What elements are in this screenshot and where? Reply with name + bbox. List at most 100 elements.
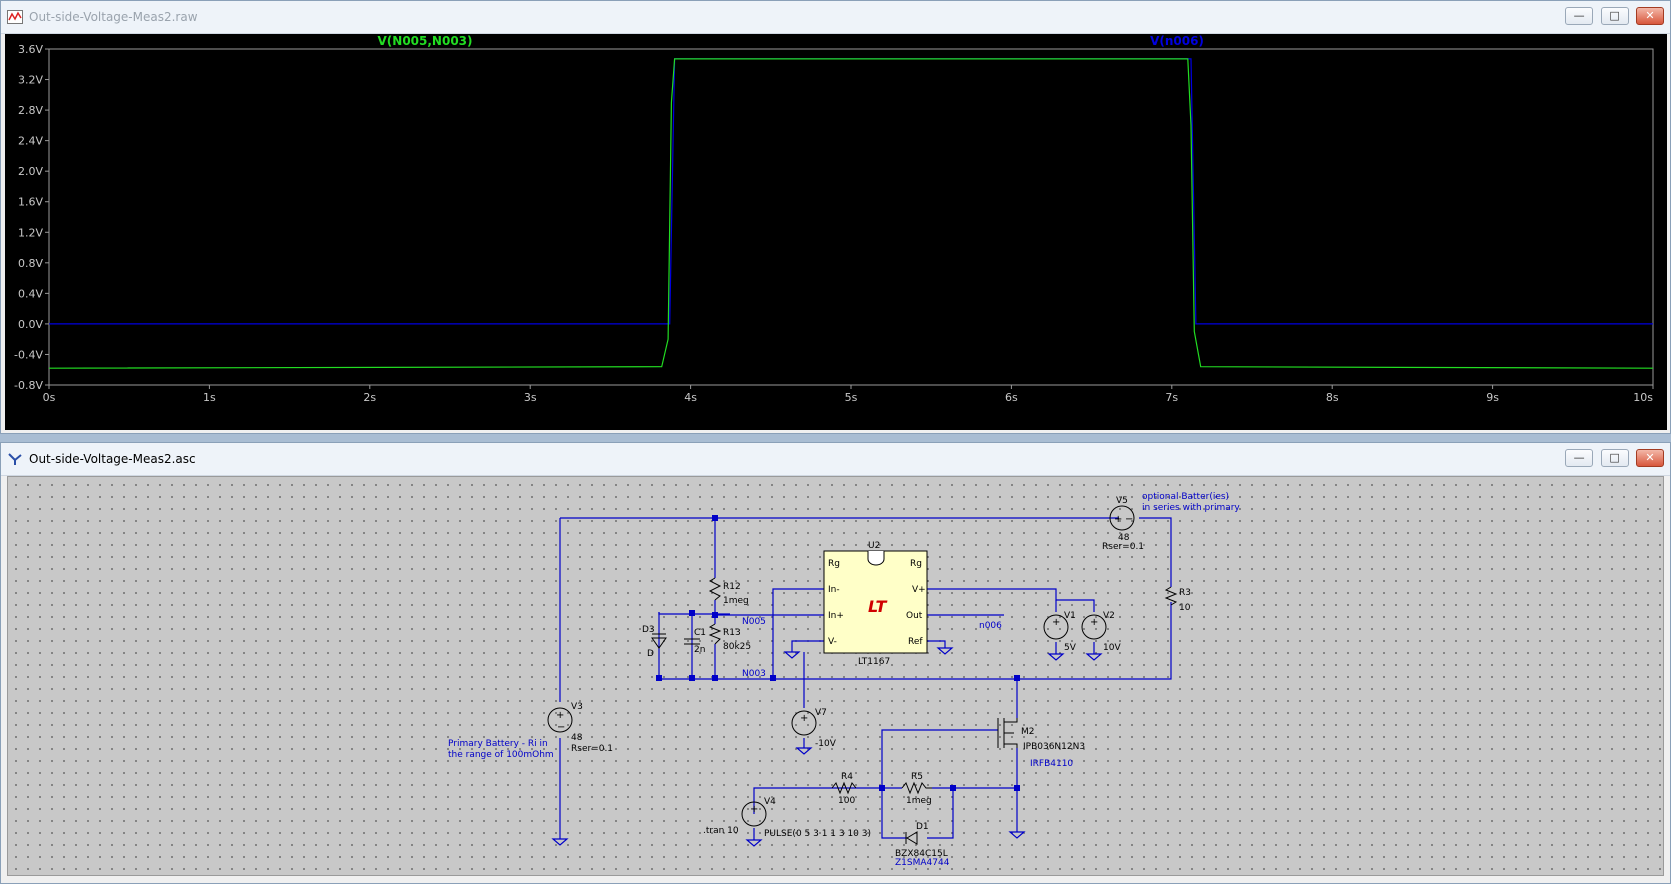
v1-value: 5V	[1064, 643, 1077, 653]
x-tick-label: 6s	[1005, 391, 1018, 404]
v7-value: -10V	[815, 739, 837, 749]
schematic-close-button[interactable]: ✕	[1636, 449, 1664, 467]
v5-value: 48	[1118, 533, 1130, 543]
waveform-close-button[interactable]: ✕	[1636, 7, 1664, 25]
u2-part: LT1167	[858, 657, 890, 667]
waveform-app-icon	[7, 10, 23, 24]
schematic-minimize-button[interactable]: —	[1565, 449, 1594, 467]
y-tick-label: 1.6V	[18, 196, 43, 209]
y-tick-label: 2.4V	[18, 135, 43, 148]
r13-value: 80k25	[723, 642, 751, 652]
v2-name: V2	[1103, 611, 1115, 621]
c1-value: 2n	[694, 645, 705, 655]
series-line-v-n006-[interactable]	[49, 58, 1653, 325]
x-tick-label: 7s	[1165, 391, 1178, 404]
series-line-v-n005-n003-[interactable]	[48, 58, 1654, 369]
v2-value: 10V	[1103, 643, 1121, 653]
comment-optional-line1[interactable]: optional Batter(ies)	[1142, 492, 1229, 502]
x-tick-label: 3s	[524, 391, 537, 404]
v7-name: V7	[815, 708, 827, 718]
u2-body[interactable]	[823, 550, 928, 654]
y-tick-label: 0.8V	[18, 257, 43, 270]
y-tick-label: 0.0V	[18, 318, 43, 331]
m2-name: M2	[1021, 727, 1035, 737]
junctions	[656, 515, 1020, 791]
schematic-titlebar[interactable]: Out-side-Voltage-Meas2.asc — □ ✕	[1, 443, 1670, 476]
waveform-chart[interactable]: V(N005,N003)V(n006) 3.6V3.2V2.8V2.4V2.0V…	[5, 34, 1667, 430]
r5-value: 1meg	[906, 796, 932, 806]
schematic-canvas[interactable]: + − + − + + + + L	[7, 476, 1664, 876]
x-tick-label: 8s	[1326, 391, 1339, 404]
u2-name: U2	[868, 541, 880, 551]
svg-text:+: +	[1052, 617, 1060, 628]
r13-name: R13	[723, 628, 741, 638]
schematic-restore-button[interactable]: □	[1600, 449, 1629, 467]
m2-alt-label: IRFB4110	[1030, 759, 1073, 769]
symbols	[547, 505, 1178, 845]
v5-name: V5	[1116, 496, 1128, 506]
x-tick-label: 1s	[203, 391, 216, 404]
lt-logo: LT	[868, 597, 888, 616]
comment-optional-line2[interactable]: in series with primary	[1142, 503, 1240, 513]
r4-name: R4	[841, 772, 853, 782]
v4-value: PULSE(0 5 3 1 1 3 10 3)	[764, 829, 871, 839]
x-tick-label: 2s	[363, 391, 376, 404]
r3-value: 10	[1179, 603, 1191, 613]
comment-primary-line2[interactable]: the range of 100mOhm	[448, 750, 554, 760]
y-tick-label: 0.4V	[18, 287, 43, 300]
trace-label-2[interactable]: V(n006)	[1150, 34, 1204, 48]
v4-name: V4	[764, 797, 776, 807]
u2-pin-ref: Ref	[908, 637, 923, 647]
waveform-restore-button[interactable]: □	[1600, 7, 1629, 25]
d1-name: D1	[916, 822, 929, 832]
wires	[559, 517, 1172, 840]
c1-name: C1	[694, 628, 706, 638]
v3-name: V3	[571, 702, 583, 712]
v3-value: 48	[571, 733, 583, 743]
y-tick-label: 1.2V	[18, 226, 43, 239]
x-tick-label: 5s	[845, 391, 858, 404]
waveform-minimize-button[interactable]: —	[1565, 7, 1594, 25]
symbol-signs: + − + − + + + +	[556, 514, 1133, 815]
y-tick-label: 3.6V	[18, 43, 43, 56]
waveform-window: Out-side-Voltage-Meas2.raw — □ ✕ V(N005,…	[0, 0, 1671, 434]
net-label-n003[interactable]: N003	[742, 669, 766, 679]
comment-primary-line1[interactable]: Primary Battery - Ri in	[448, 739, 548, 749]
x-tick-label: 0s	[43, 391, 56, 404]
schematic-drawing[interactable]: + − + − + + + + L	[8, 477, 1663, 875]
svg-text:+: +	[1090, 617, 1098, 628]
y-tick-label: 2.0V	[18, 165, 43, 178]
x-tick-label: 4s	[684, 391, 697, 404]
waveform-window-title: Out-side-Voltage-Meas2.raw	[29, 10, 198, 24]
v5-rser: Rser=0.1	[1102, 542, 1144, 552]
svg-text:−: −	[1125, 514, 1133, 525]
r5-name: R5	[911, 772, 923, 782]
schematic-app-icon	[8, 453, 22, 465]
waveform-titlebar[interactable]: Out-side-Voltage-Meas2.raw — □ ✕	[1, 1, 1670, 34]
u2-pin-v-minus: V-	[828, 637, 837, 647]
d3-name: D3	[642, 625, 655, 635]
u2-pin-v-plus: V+	[912, 585, 926, 595]
m2-value: IPB036N12N3	[1023, 742, 1085, 752]
u2-pin-in-plus: In+	[828, 611, 844, 621]
y-tick-label: -0.4V	[14, 348, 43, 361]
d1-value: BZX84C15L	[895, 849, 948, 859]
svg-text:+: +	[800, 713, 808, 724]
y-tick-label: -0.8V	[14, 379, 43, 392]
svg-text:+: +	[1114, 514, 1122, 525]
u2-pin-in-minus: In-	[828, 585, 840, 595]
schematic-window-title: Out-side-Voltage-Meas2.asc	[29, 452, 196, 466]
d3-value: D	[647, 649, 654, 659]
schematic-window: Out-side-Voltage-Meas2.asc — □ ✕	[0, 442, 1671, 884]
plot-frame	[48, 48, 1654, 386]
tran-directive[interactable]: .tran 10	[703, 826, 739, 836]
trace-label-1[interactable]: V(N005,N003)	[378, 34, 473, 48]
u2-notch	[867, 551, 885, 566]
v3-rser: Rser=0.1	[571, 744, 613, 754]
net-label-n005[interactable]: N005	[742, 617, 766, 627]
u2-pin-out: Out	[906, 611, 923, 621]
v1-name: V1	[1064, 611, 1076, 621]
net-label-n006[interactable]: n006	[979, 621, 1002, 631]
u2-pin-rg-right: Rg	[910, 559, 922, 569]
